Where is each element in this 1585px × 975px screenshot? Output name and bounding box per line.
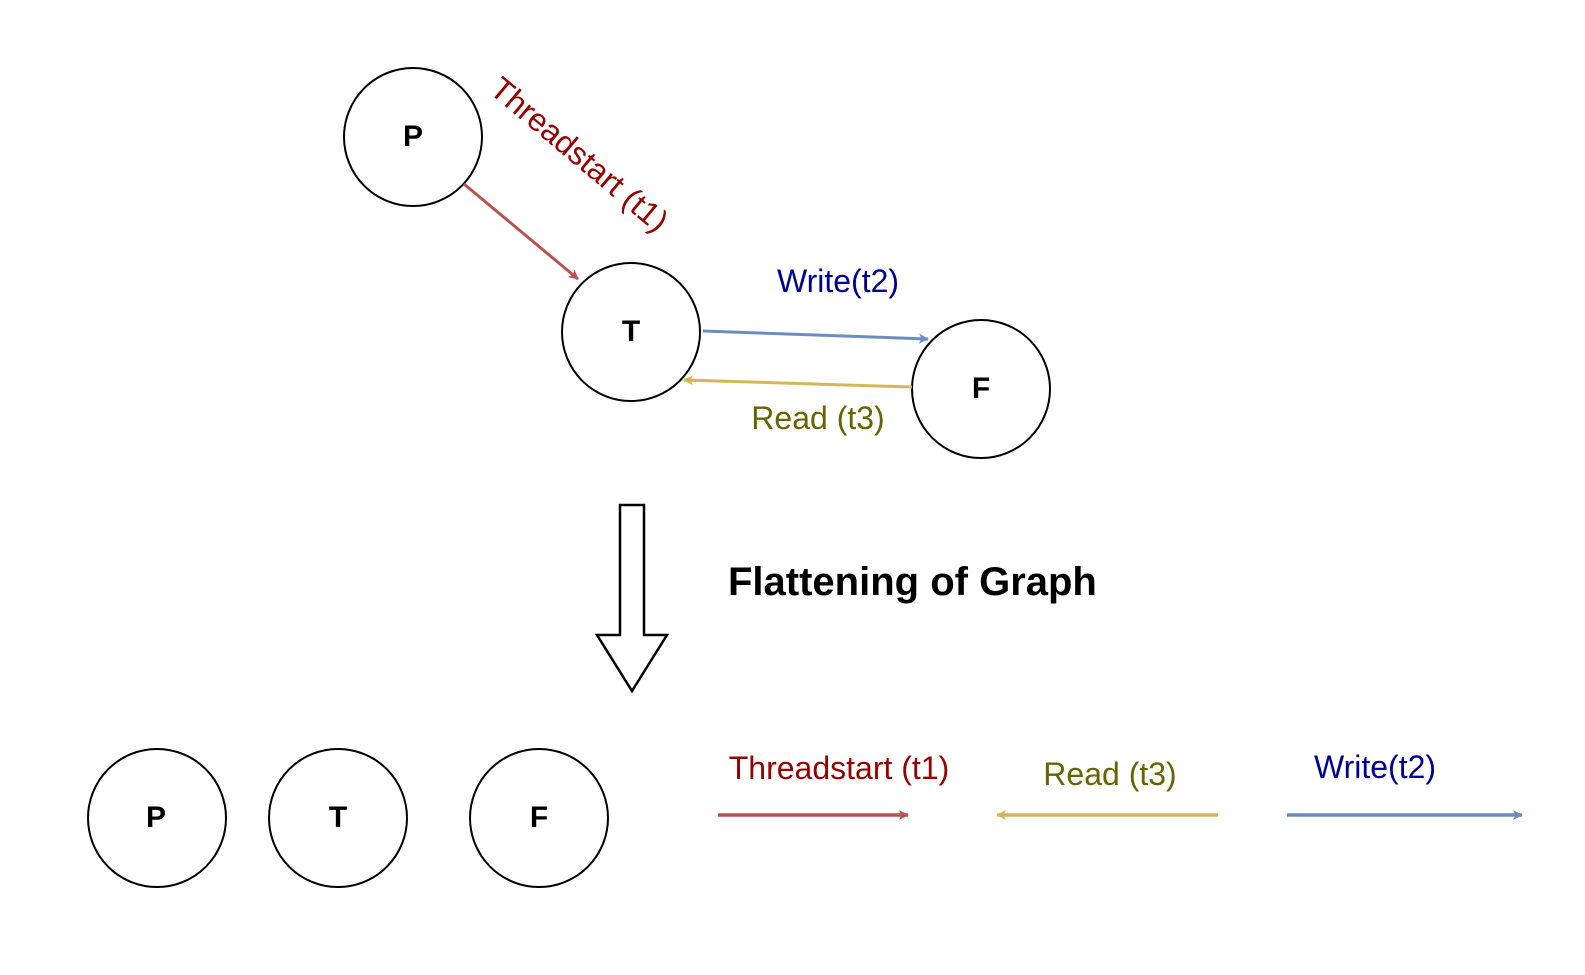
edge-threadstart-top-label: Threadstart (t1) <box>484 70 676 239</box>
edge-write-top-label: Write(t2) <box>777 263 899 299</box>
node-p-top-label: P <box>403 120 423 153</box>
node-f-top-label: F <box>972 372 990 405</box>
node-t-top-label: T <box>622 315 640 348</box>
node-p-bottom: P <box>87 748 227 888</box>
legend-threadstart-label: Threadstart (t1) <box>729 750 950 786</box>
node-t-top: T <box>561 262 701 402</box>
node-p-top: P <box>343 67 483 207</box>
flatten-down-arrow-icon <box>594 503 670 694</box>
edge-threadstart-top <box>463 182 579 281</box>
edge-write-top <box>702 329 929 344</box>
caption-flattening: Flattening of Graph <box>728 560 1097 604</box>
node-t-bottom-label: T <box>329 801 347 834</box>
node-f-top: F <box>911 319 1051 459</box>
node-t-bottom: T <box>268 748 408 888</box>
legend-write-label: Write(t2) <box>1314 749 1436 785</box>
legend-read-label: Read (t3) <box>1043 756 1176 792</box>
edge-read-top <box>683 375 913 389</box>
edge-read-top-label: Read (t3) <box>751 400 884 436</box>
node-f-bottom: F <box>469 748 609 888</box>
node-p-bottom-label: P <box>146 801 166 834</box>
node-f-bottom-label: F <box>530 801 548 834</box>
flattened-row: P T F Threadstart (t1) Read (t3) Write(t… <box>87 748 1523 888</box>
top-graph: P T F Threadstart (t1) Write(t2) Read (t… <box>343 67 1051 459</box>
